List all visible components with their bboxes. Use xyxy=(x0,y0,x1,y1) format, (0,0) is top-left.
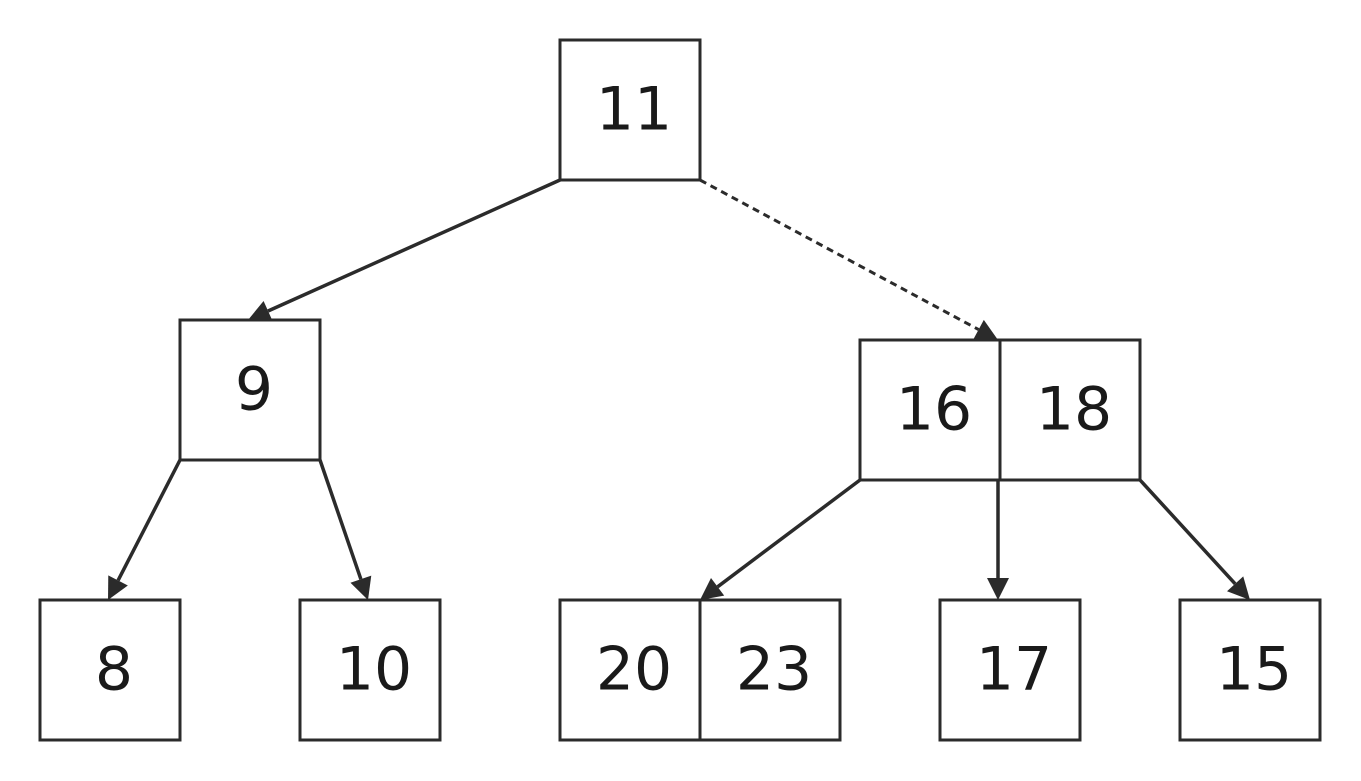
edge-line xyxy=(267,178,561,313)
arrowhead xyxy=(108,575,128,600)
edge-line xyxy=(116,459,182,582)
arrowhead xyxy=(350,575,372,600)
node-key: 20 xyxy=(596,635,672,705)
tree-node-leaf-e: 15 xyxy=(1178,598,1322,742)
arrowhead xyxy=(973,319,998,340)
tree-node-leaf-a: 8 xyxy=(38,598,182,742)
arrowhead xyxy=(1227,576,1250,600)
node-key: 18 xyxy=(1036,375,1112,445)
node-box xyxy=(558,38,702,182)
edge-root-to-left xyxy=(248,178,561,322)
tree-node-left: 9 xyxy=(178,318,322,462)
edge-left-to-leaf-a xyxy=(108,459,182,600)
edge-line xyxy=(699,178,980,331)
edge-line xyxy=(1138,478,1237,585)
edge-root-to-right xyxy=(699,178,998,340)
node-key: 11 xyxy=(596,75,672,145)
tree-node-root: 11 xyxy=(558,38,702,182)
edge-right-to-leaf-e xyxy=(1138,478,1250,600)
node-key: 15 xyxy=(1216,635,1292,705)
arrowhead xyxy=(987,578,1009,600)
node-box xyxy=(1178,598,1322,742)
arrowhead xyxy=(248,300,273,322)
tree-node-leaf-b: 10 xyxy=(298,598,442,742)
arrowhead xyxy=(700,578,725,600)
edge-line xyxy=(318,459,363,580)
node-key: 8 xyxy=(95,635,133,705)
node-key: 16 xyxy=(896,375,972,445)
edge-left-to-leaf-b xyxy=(318,459,372,600)
node-key: 23 xyxy=(736,635,812,705)
node-box xyxy=(178,318,322,462)
tree-node-leaf-d: 17 xyxy=(938,598,1082,742)
node-box xyxy=(38,598,182,742)
edge-right-to-leaf-c xyxy=(700,478,862,600)
node-key: 17 xyxy=(976,635,1052,705)
node-key: 10 xyxy=(336,635,412,705)
node-box xyxy=(938,598,1082,742)
node-box xyxy=(298,598,442,742)
edge-line xyxy=(716,478,862,589)
node-key: 9 xyxy=(235,355,273,425)
